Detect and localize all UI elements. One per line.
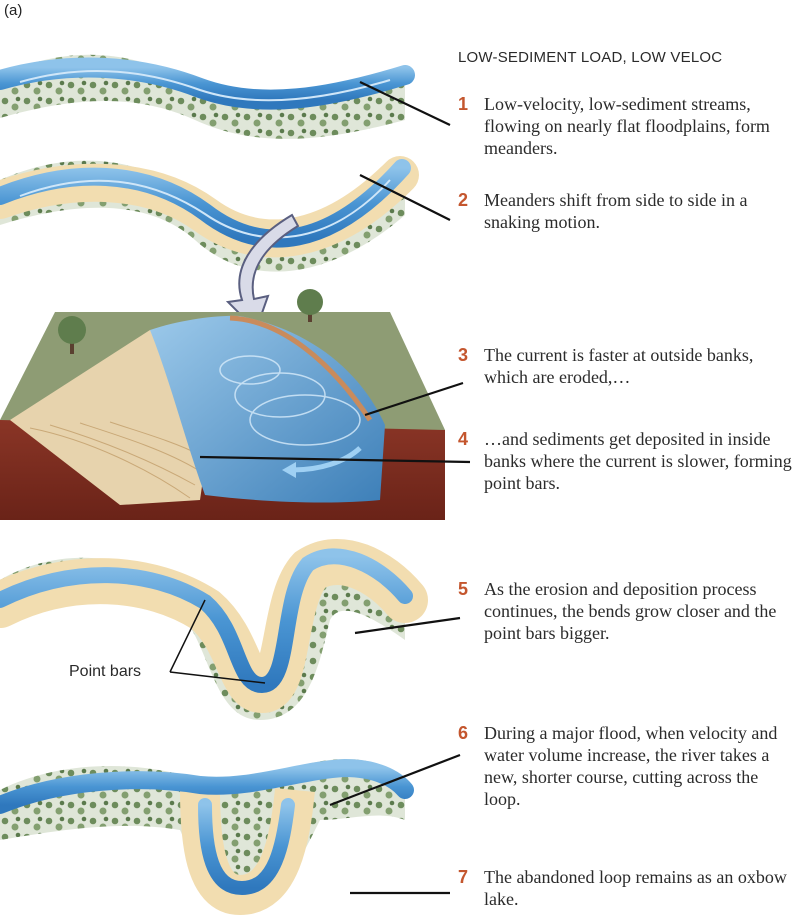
stage-1-meander (0, 55, 450, 139)
step-number: 1 (458, 93, 468, 115)
step-7: 7 The abandoned loop remains as an oxbow… (458, 866, 795, 910)
step-number: 4 (458, 428, 468, 450)
step-3: 3 The current is faster at outside banks… (458, 344, 795, 388)
step-number: 6 (458, 722, 468, 744)
step-text: The current is faster at outside banks, … (484, 344, 795, 388)
stage-2-meander (0, 161, 450, 272)
step-text: As the erosion and deposition process co… (484, 578, 795, 644)
step-number: 3 (458, 344, 468, 366)
cross-section-block (0, 289, 470, 520)
stage-6-7-cutoff (0, 755, 460, 905)
step-4: 4 …and sediments get deposited in inside… (458, 428, 795, 494)
step-5: 5 As the erosion and deposition process … (458, 578, 795, 644)
step-6: 6 During a major flood, when velocity an… (458, 722, 795, 810)
step-text: During a major flood, when velocity and … (484, 722, 795, 810)
step-text: The abandoned loop remains as an oxbow l… (484, 866, 795, 910)
step-number: 2 (458, 189, 468, 211)
step-number: 5 (458, 578, 468, 600)
step-text: Low-velocity, low-sediment streams, flow… (484, 93, 795, 159)
panel-label: (a) (4, 2, 22, 19)
step-1: 1 Low-velocity, low-sediment streams, fl… (458, 93, 795, 159)
stage-5-meander (0, 547, 460, 720)
diagram-heading: LOW-SEDIMENT LOAD, LOW VELOC (458, 49, 795, 66)
step-text: Meanders shift from side to side in a sn… (484, 189, 795, 233)
step-text: …and sediments get deposited in inside b… (484, 428, 795, 494)
step-2: 2 Meanders shift from side to side in a … (458, 189, 795, 233)
step-number: 7 (458, 866, 468, 888)
point-bars-label: Point bars (69, 663, 141, 681)
